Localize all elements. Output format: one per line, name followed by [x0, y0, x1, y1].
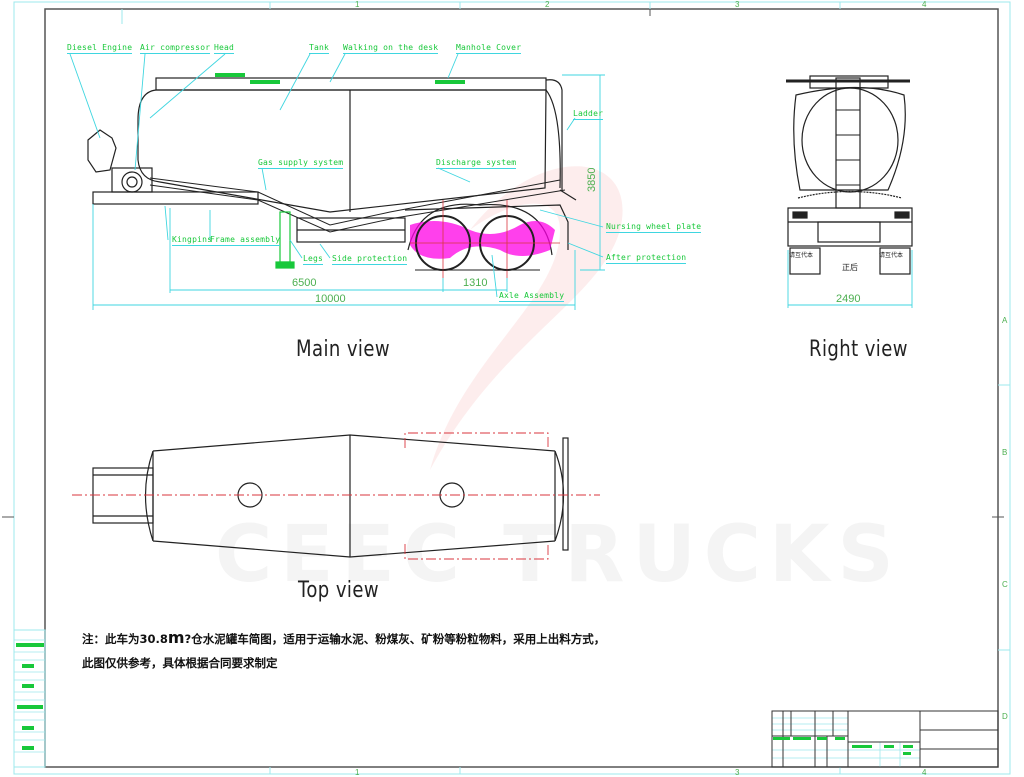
right-view-drawing: [786, 75, 913, 275]
zone-row-c: C: [1002, 580, 1008, 589]
note-line-1: 注：此车为30.8m?仓水泥罐车简图，适用于运输水泥、粉煤灰、矿粉等粉粒物料，采…: [82, 628, 605, 647]
axle-assembly-drawing: [410, 200, 560, 278]
label-ladder: Ladder: [573, 109, 604, 120]
zone-row-b: B: [1002, 448, 1008, 457]
label-side-protection: Side protection: [332, 254, 408, 265]
zone-col-1: 1: [355, 0, 360, 9]
label-nursing-wheel-plate: Nursing wheel plate: [606, 222, 702, 233]
top-view-drawing: [92, 434, 569, 558]
dimension-height: 3850: [586, 167, 598, 192]
plate-text-left: 请互代本: [789, 252, 814, 259]
note-prefix: 注：此车为30.8: [82, 632, 168, 646]
zone-col-2: 2: [545, 0, 550, 9]
dimension-leg-to-axle: 6500: [292, 277, 317, 289]
leader-lines: [69, 53, 605, 310]
zone-row-d: D: [1002, 712, 1008, 721]
zone-row-a: A: [1002, 316, 1008, 325]
column-ticks: [121, 2, 1010, 774]
zone-col-1-bottom: 1: [355, 768, 360, 777]
top-view-title: Top view: [298, 578, 380, 603]
right-view-title: Right view: [809, 337, 908, 362]
label-axle-assembly: Axle Assembly: [499, 291, 565, 302]
note-line-2: 此图仅供参考，具体根据合同要求制定: [82, 656, 278, 670]
dimension-axle-spacing: 1310: [463, 277, 488, 289]
top-view-centerlines: [72, 432, 600, 560]
watermark-swoosh: [430, 166, 623, 470]
zone-col-4: 4: [922, 0, 927, 9]
label-discharge-system: Discharge system: [436, 158, 517, 169]
label-kingpins: Kingpins: [172, 235, 213, 246]
label-air-compressor: Air compressor: [140, 43, 211, 54]
zone-col-3-bottom: 3: [735, 768, 740, 777]
main-view-drawing: [87, 77, 577, 269]
dimension-overall-length: 10000: [315, 293, 346, 305]
label-diesel-engine: Diesel Engine: [67, 43, 133, 54]
label-manhole-cover: Manhole Cover: [456, 43, 522, 54]
rear-marking: 正后: [842, 263, 858, 272]
note-unit: m: [167, 628, 185, 647]
main-view-title: Main view: [296, 337, 391, 362]
plate-text-right: 请互代本: [879, 252, 904, 259]
right-view-dimension: [787, 250, 913, 308]
label-gas-supply-system: Gas supply system: [258, 158, 344, 169]
left-strip-labels: [16, 643, 44, 750]
dimension-width: 2490: [836, 293, 861, 305]
label-walking-on-desk: Walking on the desk: [343, 43, 439, 54]
zone-col-3: 3: [735, 0, 740, 9]
label-head: Head: [214, 43, 235, 54]
label-tank: Tank: [309, 43, 330, 54]
zone-col-4-bottom: 4: [922, 768, 927, 777]
label-legs: Legs: [303, 254, 324, 265]
note-suffix: ?仓水泥罐车简图，适用于运输水泥、粉煤灰、矿粉等粉粒物料，采用上出料方式，: [184, 632, 606, 646]
label-frame-assembly: Frame assembly: [210, 235, 281, 246]
title-block: [771, 710, 999, 768]
label-after-protection: After protection: [606, 253, 687, 264]
